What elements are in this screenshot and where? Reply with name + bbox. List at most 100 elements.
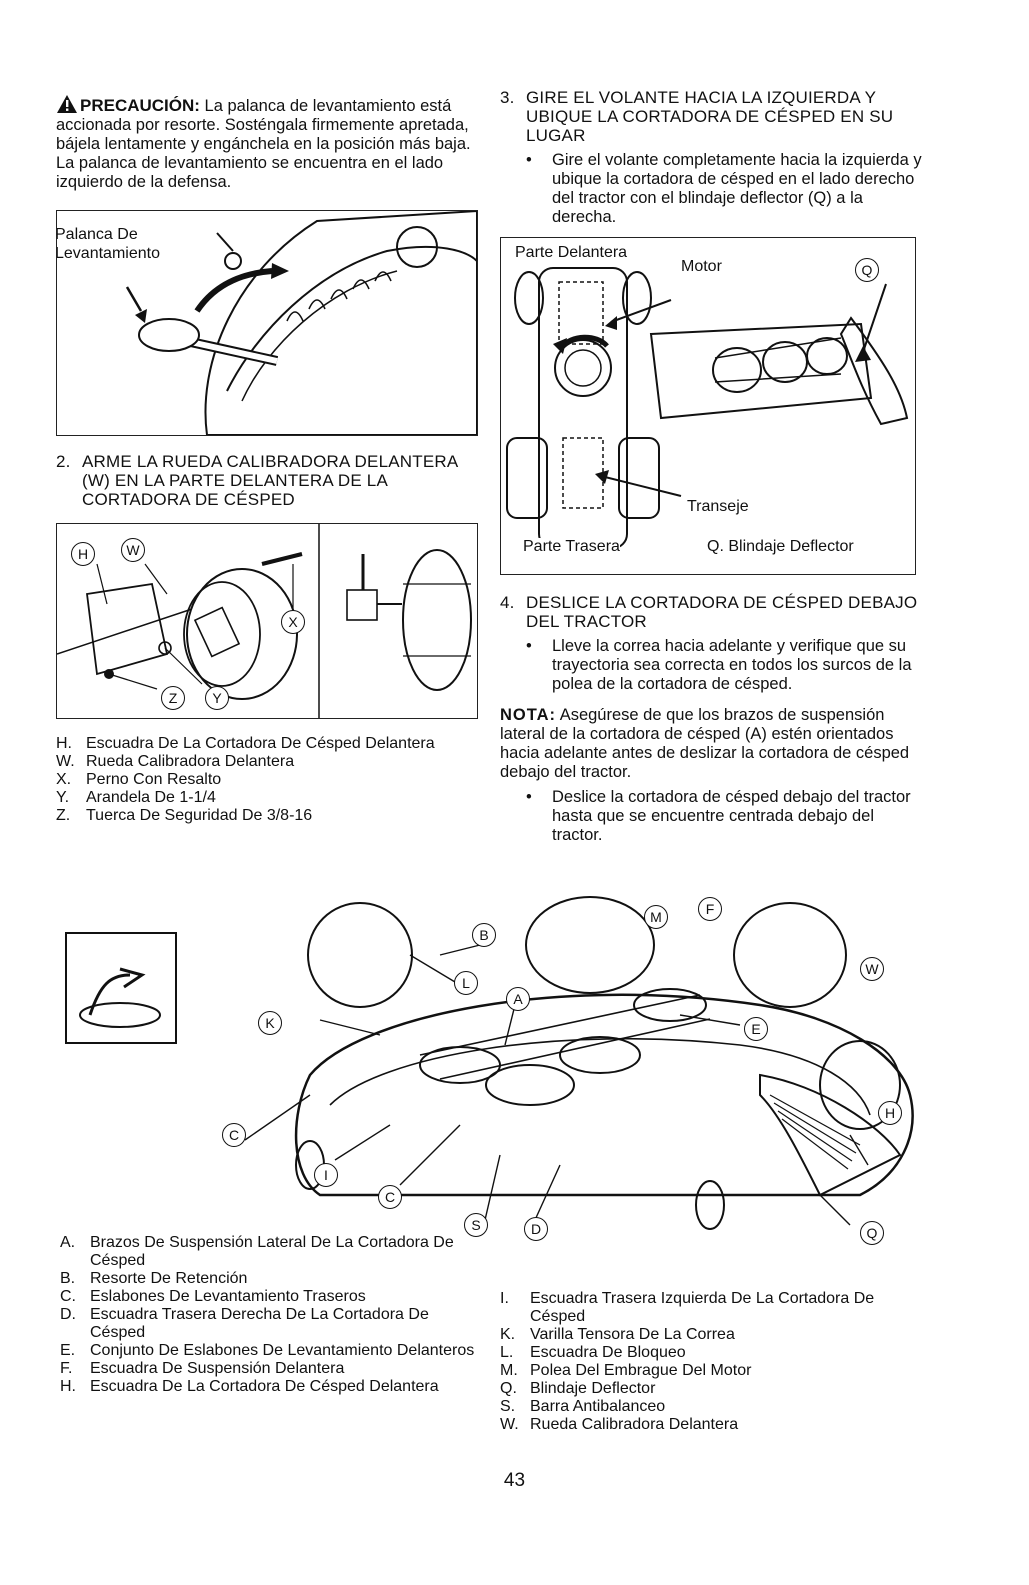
legend-row-i: I. Escuadra Trasera Izquierda De La Corta… — [500, 1290, 900, 1326]
legend-text: Brazos De Suspensión Lateral De La Corta… — [90, 1234, 454, 1269]
legend-key: L. — [500, 1344, 514, 1361]
callout-h-deck: H — [878, 1101, 902, 1125]
legend-text: Barra Antibalanceo — [530, 1398, 666, 1415]
legend-key: B. — [60, 1270, 76, 1287]
legend-row-l: L. Escuadra De Bloqueo — [500, 1344, 900, 1362]
note-bullet: • Deslice la cortadora de césped debajo … — [526, 788, 922, 845]
legend-key: A. — [60, 1234, 76, 1251]
rear-label: Parte Trasera — [523, 538, 620, 556]
warning-icon — [56, 94, 78, 114]
legend-key: Z. — [56, 807, 71, 824]
right-column: 3. GIRE EL VOLANTE HACIA LA IZQUIERDA Y … — [500, 88, 922, 845]
legend-key: S. — [500, 1398, 516, 1415]
callout-i: I — [314, 1163, 338, 1187]
callout-k: K — [258, 1011, 282, 1035]
step-4-bullet: • Lleve la correa hacia adelante y verif… — [526, 637, 922, 694]
legend-row-q: Q. Blindaje Deflector — [500, 1380, 900, 1398]
step-4-title: DESLICE LA CORTADORA DE CÉSPED DEBAJO DE… — [526, 593, 918, 631]
bullet-dot: • — [526, 637, 532, 655]
callout-c-center: C — [378, 1185, 402, 1209]
left-column: PRECAUCIÓN: La palanca de levantamiento … — [56, 94, 478, 825]
legend-text: Escuadra Trasera Derecha De La Cortadora… — [90, 1306, 429, 1341]
gauge-wheel-legend: H. Escuadra De La Cortadora De Césped Del… — [56, 735, 478, 825]
legend-row-s: S. Barra Antibalanceo — [500, 1398, 900, 1416]
legend-text: Resorte De Retención — [90, 1270, 248, 1287]
legend-row-h: H. Escuadra De La Cortadora De Césped Del… — [60, 1378, 480, 1396]
legend-key: I. — [500, 1290, 509, 1307]
legend-text: Escuadra De Bloqueo — [530, 1344, 686, 1361]
legend-row-k: K.Varilla Tensora De La Correa — [500, 1326, 900, 1344]
deck-assembly-drawing — [65, 896, 914, 1230]
bullet-dot: • — [526, 788, 532, 806]
tractor-drawing — [506, 267, 909, 549]
legend-text: Rueda Calibradora Delantera — [86, 753, 295, 770]
bullet-dot: • — [526, 151, 532, 169]
legend-row-x: X. Perno Con Resalto — [56, 771, 478, 789]
legend-row-b: B. Resorte De Retención — [60, 1270, 480, 1288]
callout-m: M — [644, 905, 668, 929]
callout-c-left: C — [222, 1123, 246, 1147]
callout-q-tractor: Q — [855, 258, 879, 282]
lift-lever-drawing — [125, 211, 477, 435]
lift-lever-label: Palanca De Levantamiento — [56, 225, 160, 263]
lift-lever-label-line2: Levantamiento — [56, 245, 160, 262]
step-3: 3. GIRE EL VOLANTE HACIA LA IZQUIERDA Y … — [500, 88, 922, 145]
legend-key: F. — [60, 1360, 73, 1377]
callout-d: D — [524, 1217, 548, 1241]
callout-b: B — [472, 923, 496, 947]
callout-s: S — [464, 1213, 488, 1237]
motor-label: Motor — [681, 258, 722, 276]
callout-y: Y — [205, 686, 229, 710]
legend-row-d: D.Escuadra Trasera Derecha De La Cortado… — [60, 1306, 480, 1342]
legend-row-c: C. Eslabones De Levantamiento Traseros — [60, 1288, 480, 1306]
legend-row-w: W.Rueda Calibradora Delantera — [500, 1416, 900, 1434]
legend-row-a: A. Brazos De Suspensión Lateral De La Cor… — [60, 1234, 480, 1270]
callout-l: L — [454, 971, 478, 995]
callout-h: H — [71, 542, 95, 566]
legend-key: H. — [56, 735, 72, 752]
caution-title: PRECAUCIÓN: — [80, 96, 200, 115]
legend-text: Escuadra Trasera Izquierda De La Cortado… — [530, 1290, 875, 1325]
legend-text: Arandela De 1-1/4 — [86, 789, 216, 806]
lift-lever-label-line1: Palanca De — [56, 226, 138, 243]
callout-x: X — [281, 610, 305, 634]
deck-legend-right: I. Escuadra Trasera Izquierda De La Corta… — [500, 1290, 900, 1434]
callout-w-deck: W — [860, 957, 884, 981]
callout-a: A — [506, 987, 530, 1011]
legend-key: E. — [60, 1342, 76, 1359]
legend-text: Escuadra De La Cortadora De Césped Delan… — [86, 735, 435, 752]
legend-key: X. — [56, 771, 72, 788]
legend-text: Polea Del Embrague Del Motor — [530, 1362, 752, 1379]
legend-text: Conjunto De Eslabones De Levantamiento D… — [90, 1342, 475, 1359]
lift-lever-figure: Palanca De Levantamiento — [56, 210, 478, 436]
step-3-bullet: • Gire el volante completamente hacia la… — [526, 151, 922, 227]
legend-text: Escuadra De Suspensión Delantera — [90, 1360, 345, 1377]
legend-row-e: E. Conjunto De Eslabones De Levantamiento… — [60, 1342, 480, 1360]
caution-paragraph: PRECAUCIÓN: La palanca de levantamiento … — [56, 94, 478, 192]
deck-assembly-figure: B M F W L A K E C H I C S D Q — [60, 895, 920, 1245]
deck-legend-left: A. Brazos De Suspensión Lateral De La Cor… — [60, 1234, 480, 1396]
deflector-caption: Q. Blindaje Deflector — [707, 538, 854, 556]
callout-e: E — [744, 1017, 768, 1041]
step-2-number: 2. — [56, 452, 71, 471]
step-3-title: GIRE EL VOLANTE HACIA LA IZQUIERDA Y UBI… — [526, 88, 894, 145]
legend-text: Blindaje Deflector — [530, 1380, 656, 1397]
legend-key: Y. — [56, 789, 70, 806]
legend-row-z: Z.Tuerca De Seguridad De 3/8-16 — [56, 807, 478, 825]
gauge-wheel-figure: H W X Z Y — [56, 523, 478, 719]
legend-key: H. — [60, 1378, 76, 1395]
legend-key: M. — [500, 1362, 518, 1379]
legend-key: C. — [60, 1288, 76, 1305]
legend-text: Eslabones De Levantamiento Traseros — [90, 1288, 366, 1305]
legend-text: Escuadra De La Cortadora De Césped Delan… — [90, 1378, 439, 1395]
step-2-title: ARME LA RUEDA CALIBRADORA DELANTERA (W) … — [82, 452, 458, 509]
front-label: Parte Delantera — [515, 244, 628, 262]
legend-text: Perno Con Resalto — [86, 771, 222, 788]
gauge-wheel-drawing — [57, 524, 472, 718]
legend-key: K. — [500, 1326, 516, 1343]
legend-text: Rueda Calibradora Delantera — [530, 1416, 739, 1433]
note-paragraph: NOTA: Asegúrese de que los brazos de sus… — [500, 706, 922, 782]
step-4-bullet-text: Lleve la correa hacia adelante y verifiq… — [552, 637, 912, 693]
step-4: 4. DESLICE LA CORTADORA DE CÉSPED DEBAJO… — [500, 593, 922, 631]
legend-key: Q. — [500, 1380, 517, 1397]
